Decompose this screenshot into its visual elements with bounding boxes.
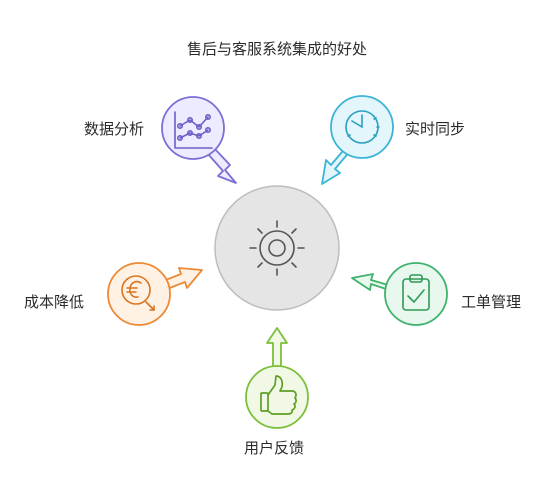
label-ticket-management: 工单管理 bbox=[461, 293, 522, 311]
clock-icon bbox=[345, 110, 380, 144]
label-user-feedback: 用户反馈 bbox=[244, 439, 305, 457]
diagram-title: 售后与客服系统集成的好处 bbox=[186, 40, 367, 58]
clipboard-check-icon bbox=[402, 274, 430, 311]
node-cost-reduction-circle bbox=[107, 262, 171, 326]
sun-icon bbox=[249, 220, 305, 276]
node-data-analysis bbox=[161, 96, 237, 184]
node-ticket-management-circle bbox=[384, 262, 448, 326]
line-chart-icon bbox=[174, 111, 213, 149]
center-hub-circle bbox=[214, 185, 340, 311]
arrow-ticket-management bbox=[351, 273, 389, 291]
center-hub bbox=[214, 185, 340, 311]
label-data-analysis: 数据分析 bbox=[84, 120, 145, 138]
thumbs-up-icon bbox=[260, 375, 297, 415]
arrow-user-feedback bbox=[266, 327, 288, 371]
node-user-feedback bbox=[245, 327, 309, 429]
label-realtime-sync: 实时同步 bbox=[405, 120, 466, 138]
node-cost-reduction bbox=[107, 262, 203, 326]
label-cost-reduction: 成本降低 bbox=[24, 293, 85, 311]
node-realtime-sync bbox=[321, 95, 394, 185]
node-ticket-management bbox=[351, 262, 448, 326]
euro-coin-icon bbox=[121, 275, 155, 311]
arrow-data-analysis bbox=[207, 147, 237, 184]
node-data-analysis-circle bbox=[161, 96, 225, 160]
